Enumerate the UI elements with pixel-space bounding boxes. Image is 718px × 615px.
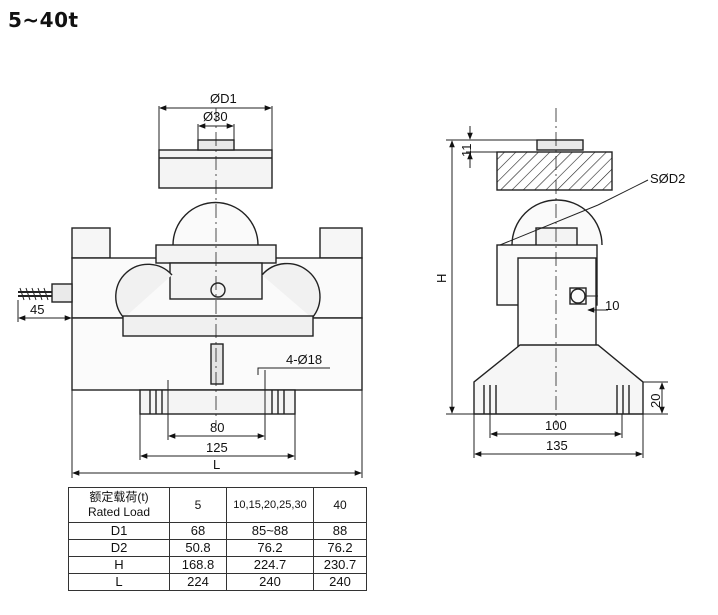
table-cell: 85~88 <box>226 522 314 540</box>
right-end-block <box>319 227 363 259</box>
table-cell: 224 <box>169 573 227 591</box>
front-view <box>18 139 363 415</box>
base-plate <box>139 389 296 415</box>
table-cell: 168.8 <box>169 556 227 574</box>
table-row: D2 50.8 76.2 76.2 <box>68 539 367 557</box>
left-end-block <box>71 227 111 259</box>
dim-20-label: 20 <box>648 394 663 408</box>
dim-135-label: 135 <box>546 438 568 453</box>
page-title: 5~40t <box>8 8 79 32</box>
table-cell: 224.7 <box>226 556 314 574</box>
table-row: H 168.8 224.7 230.7 <box>68 556 367 574</box>
row-label: H <box>68 556 170 574</box>
dim-100-label: 100 <box>545 418 567 433</box>
dim-125-label: 125 <box>206 440 228 455</box>
load-button-cap <box>158 149 273 189</box>
dim-d1-label: ØD1 <box>210 91 237 106</box>
spec-header-row: 额定载荷(t) Rated Load 5 10,15,20,25,30 40 <box>68 487 367 523</box>
dim-10-label: 10 <box>605 298 619 313</box>
front-dimensions <box>17 105 363 478</box>
header-col-2: 10,15,20,25,30 <box>226 487 314 523</box>
holes-label: 4-Ø18 <box>286 352 322 367</box>
row-label: D2 <box>68 539 170 557</box>
hatched-cap <box>496 151 613 191</box>
ball <box>172 201 259 246</box>
table-cell: 230.7 <box>313 556 367 574</box>
dim-80-label: 80 <box>210 420 224 435</box>
table-cell: 88 <box>313 522 367 540</box>
table-cell: 240 <box>313 573 367 591</box>
header-col-1: 5 <box>169 487 227 523</box>
table-row: D1 68 85~88 88 <box>68 522 367 540</box>
dim-d30-label: Ø30 <box>203 109 228 124</box>
dim-h-label: H <box>434 274 449 283</box>
table-cell: 68 <box>169 522 227 540</box>
row-label: D1 <box>68 522 170 540</box>
dim-l-label: L <box>213 457 220 472</box>
dim-11-label: 11 <box>459 144 474 158</box>
center-plate <box>122 315 314 337</box>
rated-load-en: Rated Load <box>87 505 151 519</box>
sd2-label: SØD2 <box>650 171 685 186</box>
table-cell: 76.2 <box>313 539 367 557</box>
side-view <box>473 139 644 415</box>
header-col-3: 40 <box>313 487 367 523</box>
table-row: L 224 240 240 <box>68 573 367 591</box>
table-cell: 76.2 <box>226 539 314 557</box>
table-cell: 240 <box>226 573 314 591</box>
spec-table: 额定载荷(t) Rated Load 5 10,15,20,25,30 40 D… <box>68 487 367 591</box>
rated-load-cn: 额定载荷(t) <box>89 490 149 504</box>
dim-cable-label: 45 <box>30 302 44 317</box>
table-cell: 50.8 <box>169 539 227 557</box>
row-label: L <box>68 573 170 591</box>
side-dimensions <box>446 126 668 458</box>
cable-gland <box>51 283 73 303</box>
rated-load-header: 额定载荷(t) Rated Load <box>68 487 170 523</box>
